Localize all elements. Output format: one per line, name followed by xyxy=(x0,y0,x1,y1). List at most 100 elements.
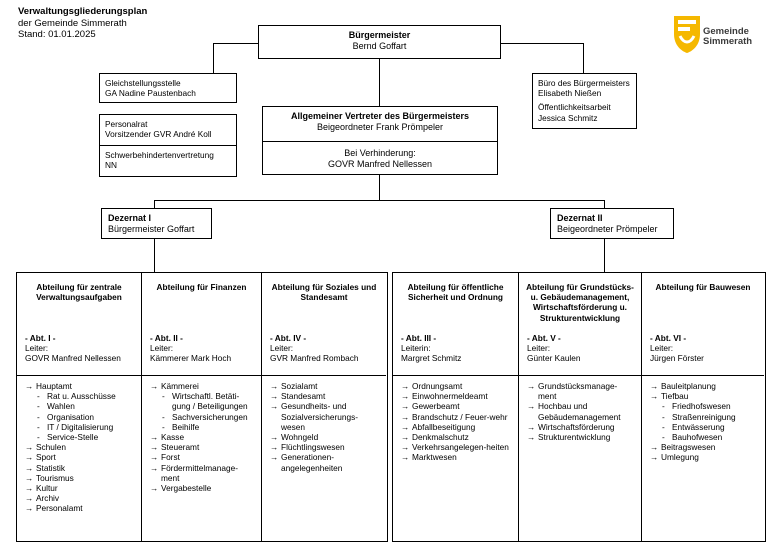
arrow-right-icon: → xyxy=(650,381,659,391)
arrow-right-icon: → xyxy=(25,503,34,514)
leader-name: Jürgen Förster xyxy=(650,353,704,364)
task-label: Sozialamt xyxy=(281,381,318,391)
task-list: →Ordnungsamt→Einwohnermeldeamt→Gewerbeam… xyxy=(393,381,518,463)
department-name: Abteilung für Soziales und Standesamt xyxy=(271,282,377,303)
leader-name: Margret Schmitz xyxy=(401,353,462,364)
subtask-item: -Straßenreinigung xyxy=(650,412,758,422)
arrow-right-icon: → xyxy=(650,452,659,463)
task-item: →Grundstücksmanage-ment xyxy=(527,381,635,401)
task-label: Statistik xyxy=(36,462,66,473)
department-column-abt-4: Abteilung für Soziales und Standesamt- A… xyxy=(261,273,386,541)
logo-line-2: Simmerath xyxy=(703,36,753,47)
dash-icon: - xyxy=(37,401,40,412)
task-label: Gewerbeamt xyxy=(412,401,460,412)
task-item: →Marktwesen xyxy=(401,452,512,462)
arrow-right-icon: → xyxy=(150,483,159,494)
department-code: - Abt. VI - xyxy=(650,333,687,343)
task-item: →Ordnungsamt xyxy=(401,381,512,391)
equality-office-title: Gleichstellungsstelle xyxy=(105,78,181,88)
department-column-abt-5: Abteilung für Grundstücks- u. Gebäudeman… xyxy=(518,273,641,541)
arrow-right-icon: → xyxy=(270,432,279,443)
connector-dezernat1-drop xyxy=(154,200,155,208)
task-label: Gesundheits- und Sozialversicherungs-wes… xyxy=(281,401,359,432)
arrow-right-icon: → xyxy=(270,442,279,453)
task-label: Vergabestelle xyxy=(161,483,212,494)
deputy-substitute-label: Bei Verhinderung: xyxy=(344,148,416,158)
subtask-label: Entwässerung xyxy=(672,421,725,432)
subtask-label: Sachversicherungen xyxy=(172,411,248,422)
task-label: Verkehrsangelegen-heiten xyxy=(412,442,509,453)
department-column-abt-6: Abteilung für Bauwesen- Abt. VI -Leiter:… xyxy=(641,273,764,541)
arrow-right-icon: → xyxy=(270,452,279,463)
staff-council-name: Vorsitzender GVR André Koll xyxy=(105,129,212,140)
connector-dezernat-bar xyxy=(154,200,604,201)
arrow-right-icon: → xyxy=(25,472,34,483)
department-leadership: - Abt. VI -Leiter:Jürgen Förster xyxy=(642,333,764,364)
dash-icon: - xyxy=(662,401,665,412)
subtask-label: Beihilfe xyxy=(172,421,200,432)
dash-icon: - xyxy=(162,421,165,432)
task-item: →Generationen-angelegenheiten xyxy=(270,452,380,472)
task-item: →Fördermittelmanage-ment xyxy=(150,463,255,483)
arrow-right-icon: → xyxy=(650,391,659,402)
dash-icon: - xyxy=(162,391,165,402)
arrow-right-icon: → xyxy=(150,442,159,453)
dash-icon: - xyxy=(37,411,40,422)
department-name: Abteilung für Grundstücks- u. Gebäudeman… xyxy=(526,282,634,323)
municipality-name: der Gemeinde Simmerath xyxy=(18,17,127,29)
staff-divider xyxy=(100,145,236,146)
staff-council-title: Personalrat xyxy=(105,119,148,129)
department-divider xyxy=(393,375,518,376)
task-label: Beitragswesen xyxy=(661,442,716,453)
task-item: →Archiv xyxy=(25,493,135,503)
plan-date: Stand: 01.01.2025 xyxy=(18,29,96,40)
task-label: Sport xyxy=(36,452,56,463)
task-item: →Wohngeld xyxy=(270,432,380,442)
task-item: →Hauptamt xyxy=(25,381,135,391)
task-label: Hauptamt xyxy=(36,381,72,391)
dash-icon: - xyxy=(37,421,40,432)
dash-icon: - xyxy=(662,411,665,422)
mayor-office-title: Büro des Bürgermeisters xyxy=(538,78,630,88)
task-label: Forst xyxy=(161,452,180,463)
subtask-label: Rat u. Ausschüsse xyxy=(47,391,116,402)
task-item: →Strukturentwicklung xyxy=(527,432,635,442)
department-divider xyxy=(519,375,641,376)
task-list: →Sozialamt→Standesamt→Gesundheits- und S… xyxy=(262,381,386,473)
arrow-right-icon: → xyxy=(527,381,536,391)
department-code: - Abt. V - xyxy=(527,333,561,343)
task-item: →Denkmalschutz xyxy=(401,432,512,442)
arrow-right-icon: → xyxy=(25,483,34,494)
dezernat-1-box: Dezernat I Bürgermeister Goffart xyxy=(101,208,212,239)
department-leadership: - Abt. III -Leiterin:Margret Schmitz xyxy=(393,333,518,364)
pr-name: Jessica Schmitz xyxy=(538,112,598,123)
task-item: →Einwohnermeldeamt xyxy=(401,391,512,401)
equality-office-box: Gleichstellungsstelle GA Nadine Paustenb… xyxy=(99,73,237,103)
task-label: Kasse xyxy=(161,432,185,443)
subtask-item: -Wahlen xyxy=(25,401,135,411)
mayor-box: Bürgermeister Bernd Goffart xyxy=(258,25,501,59)
arrow-right-icon: → xyxy=(25,462,34,473)
mayor-title: Bürgermeister xyxy=(348,30,411,40)
leader-label: Leiter: xyxy=(25,343,49,354)
subtask-label: IT / Digitalisierung xyxy=(47,421,114,432)
arrow-right-icon: → xyxy=(270,401,279,412)
arrow-right-icon: → xyxy=(270,381,279,391)
leader-name: Kämmerer Mark Hoch xyxy=(150,353,232,364)
task-label: Kämmerei xyxy=(161,381,199,391)
task-label: Bauleitplanung xyxy=(661,381,716,391)
department-column-abt-1: Abteilung für zentrale Verwaltungsaufgab… xyxy=(17,273,141,541)
equality-office-name: GA Nadine Paustenbach xyxy=(105,88,196,99)
deputy-substitute-name: GOVR Manfred Nellessen xyxy=(327,159,433,169)
department-divider xyxy=(17,375,141,376)
dezernat-2-box: Dezernat II Beigeordneter Prömpeler xyxy=(550,208,674,239)
arrow-right-icon: → xyxy=(25,442,34,453)
subtask-label: Wirtschaftl. Betäti-gung / Beteiligungen xyxy=(172,391,248,412)
arrow-right-icon: → xyxy=(150,381,159,391)
department-divider xyxy=(142,375,261,376)
department-column-abt-3: Abteilung für öffentliche Sicherheit und… xyxy=(393,273,518,541)
dash-icon: - xyxy=(37,391,40,402)
task-item: →Forst xyxy=(150,452,255,462)
arrow-right-icon: → xyxy=(150,452,159,463)
mayor-office-name: Elisabeth Nießen xyxy=(538,88,602,99)
